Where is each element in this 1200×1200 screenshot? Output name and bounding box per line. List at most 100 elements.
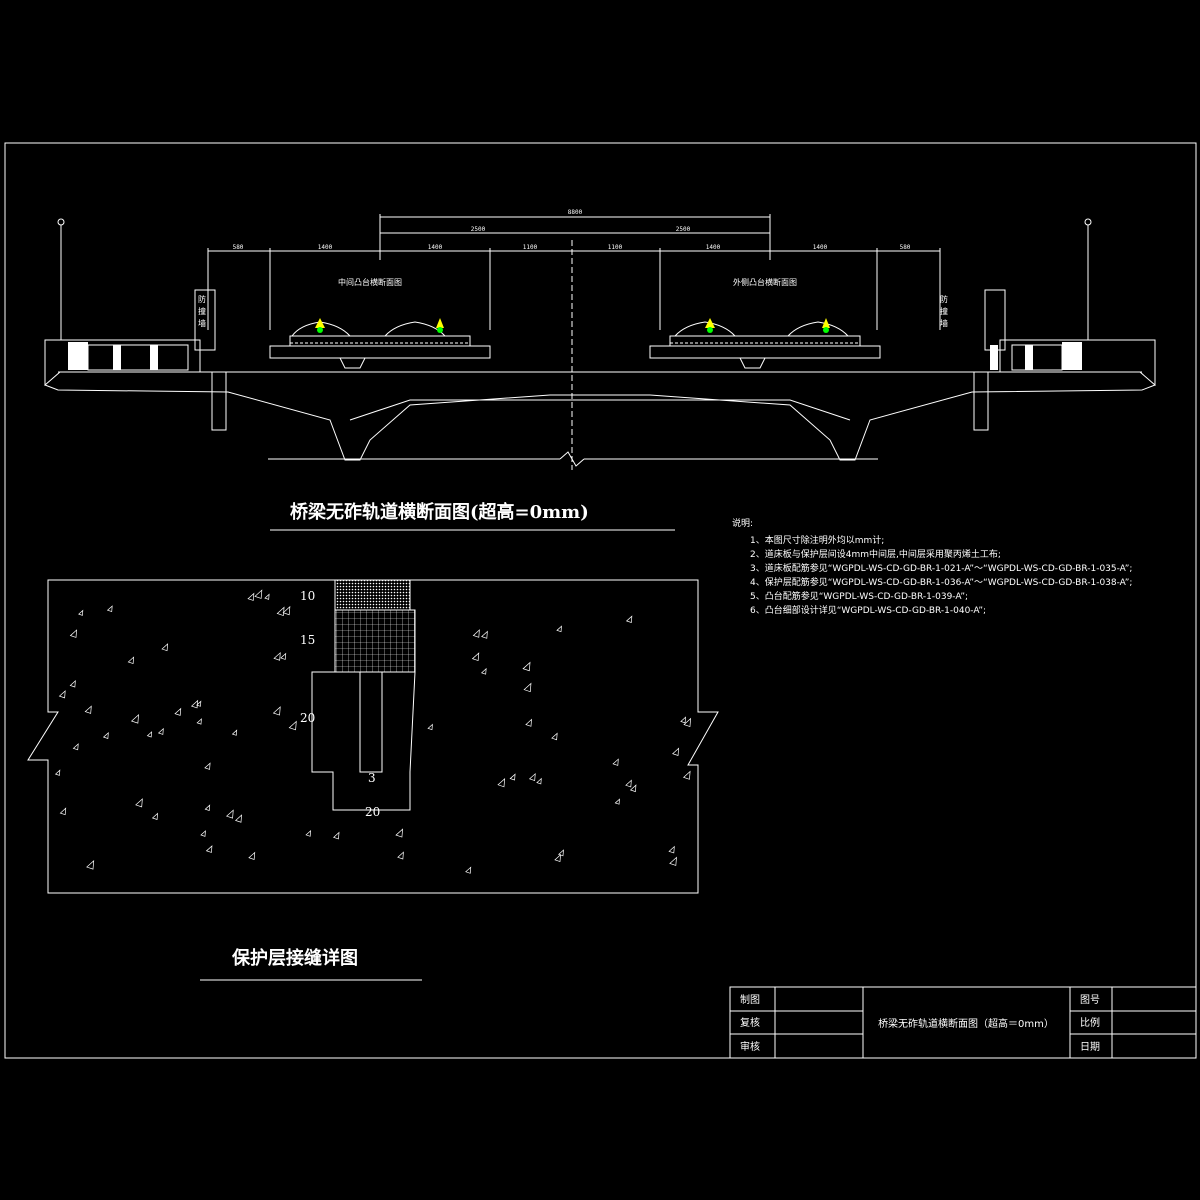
track-slab-right <box>669 335 861 347</box>
aggregate-mark <box>254 589 263 599</box>
aggregate-mark <box>332 831 340 840</box>
dim-c2: 1100 <box>608 244 623 251</box>
aggregate-mark <box>625 779 632 788</box>
aggregate-mark <box>554 853 561 863</box>
notes-block: 说明: 1、本图尺寸除注明外均以mm计; 2、道床板与保护层间设4mm中间层,中… <box>732 517 1132 616</box>
tb-label-date: 日期 <box>1080 1041 1100 1053</box>
dim-b1: 1400 <box>318 244 333 251</box>
drawing-border <box>4 142 1197 1059</box>
note-1: 1、本图尺寸除注明外均以mm计; <box>750 534 884 546</box>
aggregate-mark <box>280 652 287 660</box>
aggregate-mark <box>151 812 159 820</box>
joint-detail <box>27 579 719 894</box>
aggregate-mark <box>69 629 78 638</box>
drain-pipe-right <box>973 371 989 431</box>
aggregate-mark <box>276 606 285 616</box>
detail-dim-15: 15 <box>300 633 315 647</box>
aggregate-mark <box>161 643 169 652</box>
detail-dim-20-vertical: 20 <box>300 711 315 725</box>
aggregate-mark <box>127 656 135 665</box>
dim-total: 8800 <box>568 209 583 216</box>
aggregate-mark <box>480 667 487 675</box>
aggregate-mark <box>612 758 619 766</box>
aggregate-mark <box>522 661 531 672</box>
aggregate-mark <box>204 762 211 770</box>
tb-label-draw: 制图 <box>740 993 760 1006</box>
dim-half-right: 2500 <box>676 226 691 233</box>
aggregate-mark <box>106 605 113 613</box>
aggregate-mark <box>528 772 536 782</box>
tb-label-drawing-no: 图号 <box>1080 994 1100 1006</box>
aggregate-mark <box>397 851 404 860</box>
aggregate-mark <box>174 707 182 716</box>
seal-hatch <box>334 579 411 611</box>
aggregate-mark <box>196 700 202 707</box>
grid-hatch <box>334 609 416 673</box>
aggregate-mark <box>131 714 139 724</box>
aggregate-mark <box>190 699 199 709</box>
aggregate-mark <box>225 809 234 819</box>
aggregate-mark <box>472 629 480 638</box>
aggregate-mark <box>58 690 66 699</box>
aggregate-mark <box>204 804 211 811</box>
protective-layer-right <box>649 345 881 359</box>
tb-label-review: 审核 <box>740 1040 760 1053</box>
protective-layer-left <box>269 345 491 359</box>
aggregate-mark <box>523 682 532 693</box>
aggregate-mark <box>59 807 67 816</box>
detail-dim-20-horizontal: 20 <box>365 805 380 819</box>
aggregate-mark <box>72 743 79 751</box>
notes-heading: 说明: <box>732 517 753 529</box>
detail-title: 保护层接缝详图 <box>231 947 358 969</box>
aggregate-mark <box>395 828 404 838</box>
note-2: 2、道床板与保护层间设4mm中间层,中间层采用聚丙烯土工布; <box>750 548 1001 560</box>
aggregate-mark <box>205 845 213 853</box>
aggregate-mark <box>672 747 680 756</box>
aggregate-mark <box>556 625 562 633</box>
aggregate-mark <box>264 593 270 600</box>
aggregate-mark <box>102 731 109 739</box>
track-slab-left <box>289 335 471 347</box>
tb-label-scale: 比例 <box>1080 1016 1100 1029</box>
aggregate-mark <box>625 615 633 623</box>
note-3: 3、道床板配筋参见“WGPDL-WS-CD-GD-BR-1-021-A”～“WG… <box>750 562 1132 574</box>
section-right-label: 外侧凸台横断面图 <box>733 277 797 287</box>
aggregate-mark <box>669 856 677 866</box>
tb-label-check: 复核 <box>740 1016 760 1029</box>
aggregate-mark <box>247 592 255 601</box>
note-4: 4、保护层配筋参见“WGPDL-WS-CD-GD-BR-1-036-A”～“WG… <box>750 576 1132 588</box>
aggregate-mark <box>558 849 564 857</box>
aggregate-mark <box>86 859 95 870</box>
aggregate-mark <box>78 609 84 616</box>
dim-a1: 580 <box>233 244 244 251</box>
aggregate-mark <box>84 705 92 714</box>
aggregate-mark <box>282 605 291 616</box>
detail-dim-10: 10 <box>300 589 315 603</box>
section-left-label: 中间凸台横断面图 <box>338 277 402 287</box>
drain-pipe-left <box>211 371 227 431</box>
aggregate-mark <box>196 718 202 725</box>
aggregate-mark <box>427 723 433 731</box>
aggregate-mark <box>135 798 143 808</box>
aggregate-mark <box>536 777 542 785</box>
dim-d2: 1400 <box>813 244 828 251</box>
main-title: 桥梁无砟轨道横断面图(超高=0mm) <box>290 501 589 523</box>
dim-b2: 1400 <box>428 244 443 251</box>
box-girder-outline <box>44 340 1156 461</box>
rail-fasteners <box>315 318 830 333</box>
dim-e2: 580 <box>900 244 911 251</box>
aggregate-mark <box>288 720 297 731</box>
wall-right <box>984 289 1006 351</box>
aggregate-mark <box>629 784 637 793</box>
aggregate-mark <box>146 731 153 738</box>
wall-left <box>194 289 216 351</box>
aggregate-mark <box>305 829 312 837</box>
aggregate-mark <box>248 851 256 860</box>
aggregate-mark <box>683 717 692 728</box>
concrete-hatching <box>54 589 692 874</box>
aggregate-mark <box>272 706 281 716</box>
detail-dim-3: 3 <box>368 771 376 785</box>
aggregate-mark <box>69 680 76 688</box>
dim-d1: 1400 <box>706 244 721 251</box>
